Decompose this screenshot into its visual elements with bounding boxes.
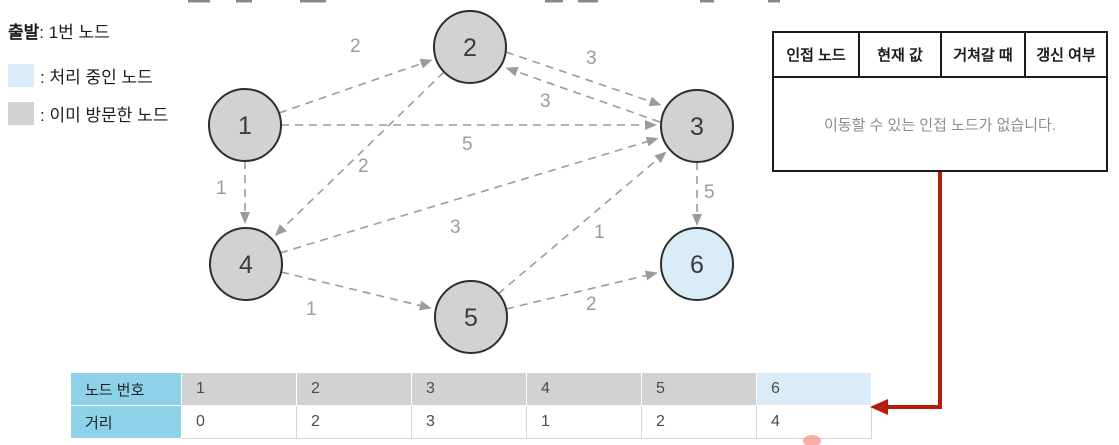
node-4: 4 <box>209 227 283 301</box>
red-pointer-arrowhead <box>870 399 888 415</box>
node-6-label: 6 <box>690 251 704 279</box>
visited-node-swatch <box>8 101 34 125</box>
node-3: 3 <box>660 89 734 163</box>
node-number-cell-1: 1 <box>181 372 297 406</box>
distance-cell-3: 3 <box>411 405 527 439</box>
edge-2-3 <box>505 51 662 107</box>
distance-row: 거리 0 2 3 1 2 4 <box>70 405 872 439</box>
edge-weight-5-6: 2 <box>586 294 597 315</box>
edge-weight-3-6: 5 <box>704 182 715 203</box>
edge-4-5 <box>280 271 432 311</box>
graph-edges: 2 3 3 5 1 2 3 1 1 2 5 <box>216 36 715 320</box>
legend-item-visited: : 이미 방문한 노드 <box>8 101 228 125</box>
col-update-status: 갱신 여부 <box>1036 47 1096 64</box>
distance-cell-6: 4 <box>756 405 872 439</box>
start-node-label: 출발: 1번 노드 <box>8 18 228 43</box>
col-via-value: 거쳐갈 때 <box>942 33 1026 76</box>
node-2: 2 <box>433 10 507 84</box>
legend-item-label: : 이미 방문한 노드 <box>40 105 169 125</box>
edge-weight-3-2: 3 <box>540 91 551 112</box>
edge-weight-2-4: 2 <box>358 156 369 177</box>
node-number-cell-3: 3 <box>411 372 527 406</box>
node-number-cell-2: 2 <box>296 372 412 406</box>
legend-item-label: : 처리 중인 노드 <box>40 67 153 87</box>
edge-2-4 <box>274 71 445 236</box>
distance-cell-1: 0 <box>181 405 297 439</box>
node-3-circle <box>660 89 734 163</box>
edge-weight-4-5: 1 <box>306 299 317 320</box>
node-1-label: 1 <box>238 112 252 140</box>
edge-weight-5-3: 1 <box>594 222 605 243</box>
node-4-circle <box>209 227 283 301</box>
edge-3-2 <box>505 66 661 123</box>
start-node-label-rest: : 1번 노드 <box>39 23 110 42</box>
edge-weight-1-4: 1 <box>216 178 227 199</box>
adjacency-table: 인접 노드 현재 값 거쳐갈 때 갱신 여부 이동할 수 있는 인접 노드가 없… <box>772 31 1108 172</box>
distance-cell-2: 2 <box>296 405 412 439</box>
node-4-label: 4 <box>239 251 253 279</box>
graph-canvas: 2 3 3 5 1 2 3 1 1 2 5 <box>188 0 780 354</box>
col-adjacent-node: 인접 노드 <box>774 33 860 76</box>
node-6-processing: 6 <box>660 227 734 301</box>
distance-cell-4: 1 <box>526 405 642 439</box>
processing-node-swatch <box>8 63 34 87</box>
edge-weight-1-3: 5 <box>462 134 473 155</box>
legend-item-processing: : 처리 중인 노드 <box>8 63 228 87</box>
node-5-circle <box>434 280 508 354</box>
legend: 출발: 1번 노드 : 처리 중인 노드 : 이미 방문한 노드 <box>8 18 228 139</box>
edge-5-6 <box>505 270 658 310</box>
node-number-row: 노드 번호 1 2 3 4 5 6 <box>70 372 872 406</box>
red-pointer-line <box>886 172 942 409</box>
edge-5-3 <box>497 151 667 295</box>
node-number-cell-4: 4 <box>526 372 642 406</box>
adjacency-empty-message: 이동할 수 있는 인접 노드가 없습니다. <box>823 116 1056 134</box>
edge-weight-2-3: 3 <box>586 48 597 69</box>
node-2-label: 2 <box>463 34 477 62</box>
distance-cell-5: 2 <box>641 405 757 439</box>
cropped-title-remnants <box>188 0 780 3</box>
row-header-distance: 거리 <box>70 405 182 439</box>
row-header-node-number: 노드 번호 <box>70 372 182 406</box>
node-6-circle <box>660 227 734 301</box>
node-5: 5 <box>434 280 508 354</box>
edge-weight-4-3: 3 <box>450 217 461 238</box>
adjacency-table-header: 인접 노드 현재 값 거쳐갈 때 갱신 여부 <box>774 33 1106 78</box>
col-current-value: 현재 값 <box>860 33 942 76</box>
edge-1-2 <box>278 58 433 114</box>
start-node-label-bold: 출발 <box>8 23 40 42</box>
node-number-cell-5: 5 <box>641 372 757 406</box>
edge-weight-1-2: 2 <box>350 36 361 57</box>
node-1: 1 <box>208 88 282 162</box>
node-1-circle <box>208 88 282 162</box>
graph-nodes: 1 2 3 4 5 6 <box>208 10 734 354</box>
node-number-cell-6-highlighted: 6 <box>756 372 872 406</box>
node-5-label: 5 <box>464 304 478 332</box>
node-3-label: 3 <box>690 113 704 141</box>
distance-table: 노드 번호 1 2 3 4 5 6 거리 0 2 3 1 2 4 <box>70 372 872 439</box>
node-2-circle <box>433 10 507 84</box>
